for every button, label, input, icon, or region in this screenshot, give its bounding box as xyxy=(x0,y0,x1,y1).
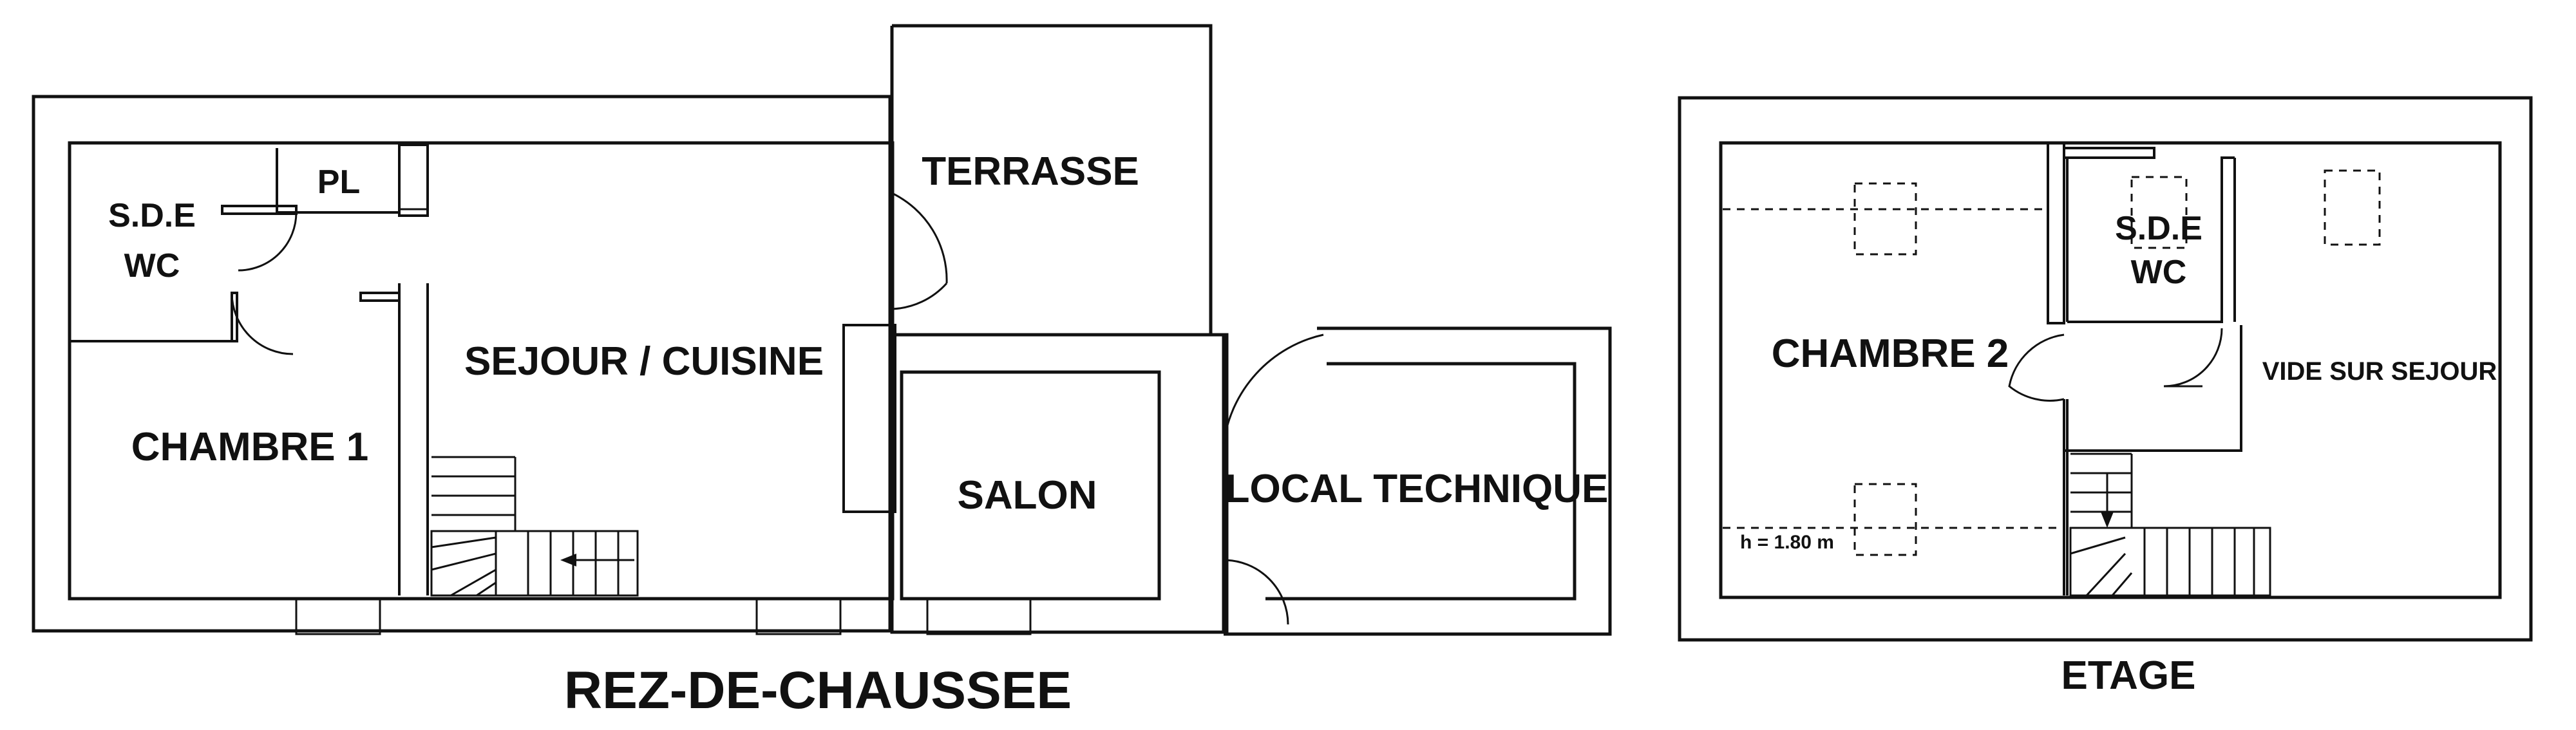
label-wc: WC xyxy=(124,247,180,285)
label-salon: SALON xyxy=(958,473,1097,518)
label-sejour-cuisine: SEJOUR / CUISINE xyxy=(464,339,824,384)
label-sde: S.D.E xyxy=(108,197,196,234)
label-vide-sur-sejour: VIDE SUR SEJOUR xyxy=(2262,357,2497,386)
label-pl: PL xyxy=(317,164,360,201)
windows xyxy=(295,144,1032,635)
label-local-technique: LOCAL TECHNIQUE xyxy=(1226,467,1609,511)
etage-outer-wall xyxy=(1678,96,2533,642)
ground-floor-plan: S.D.E WC PL CHAMBRE 1 SEJOUR / CUISINE T… xyxy=(32,24,1612,720)
title-rez-de-chaussee: REZ-DE-CHAUSSEE xyxy=(564,661,1072,720)
doors xyxy=(231,192,1324,625)
label-height-note: h = 1.80 m xyxy=(1740,532,1834,553)
label-chambre-1: CHAMBRE 1 xyxy=(131,425,369,469)
stair-direction-arrow xyxy=(560,554,634,566)
etage-inner-wall xyxy=(1719,141,2502,599)
skylights xyxy=(1723,169,2381,556)
etage-partitions xyxy=(2047,142,2242,595)
etage-staircase xyxy=(2069,453,2271,597)
etage-stair-arrow xyxy=(2101,473,2114,528)
label-etage-wc: WC xyxy=(2131,254,2187,291)
upper-floor-plan: CHAMBRE 2 S.D.E WC VIDE SUR SEJOUR h = 1… xyxy=(1678,96,2533,698)
title-etage: ETAGE xyxy=(2061,653,2196,698)
house-outer-wall xyxy=(32,95,892,633)
label-chambre-2: CHAMBRE 2 xyxy=(1772,332,2009,376)
local-technique-walls xyxy=(1222,326,1612,636)
label-etage-sde: S.D.E xyxy=(2115,210,2202,247)
etage-doors xyxy=(2008,328,2223,402)
terrasse-outline xyxy=(890,24,1213,335)
label-terrasse: TERRASSE xyxy=(922,149,1139,194)
staircase xyxy=(430,456,639,597)
